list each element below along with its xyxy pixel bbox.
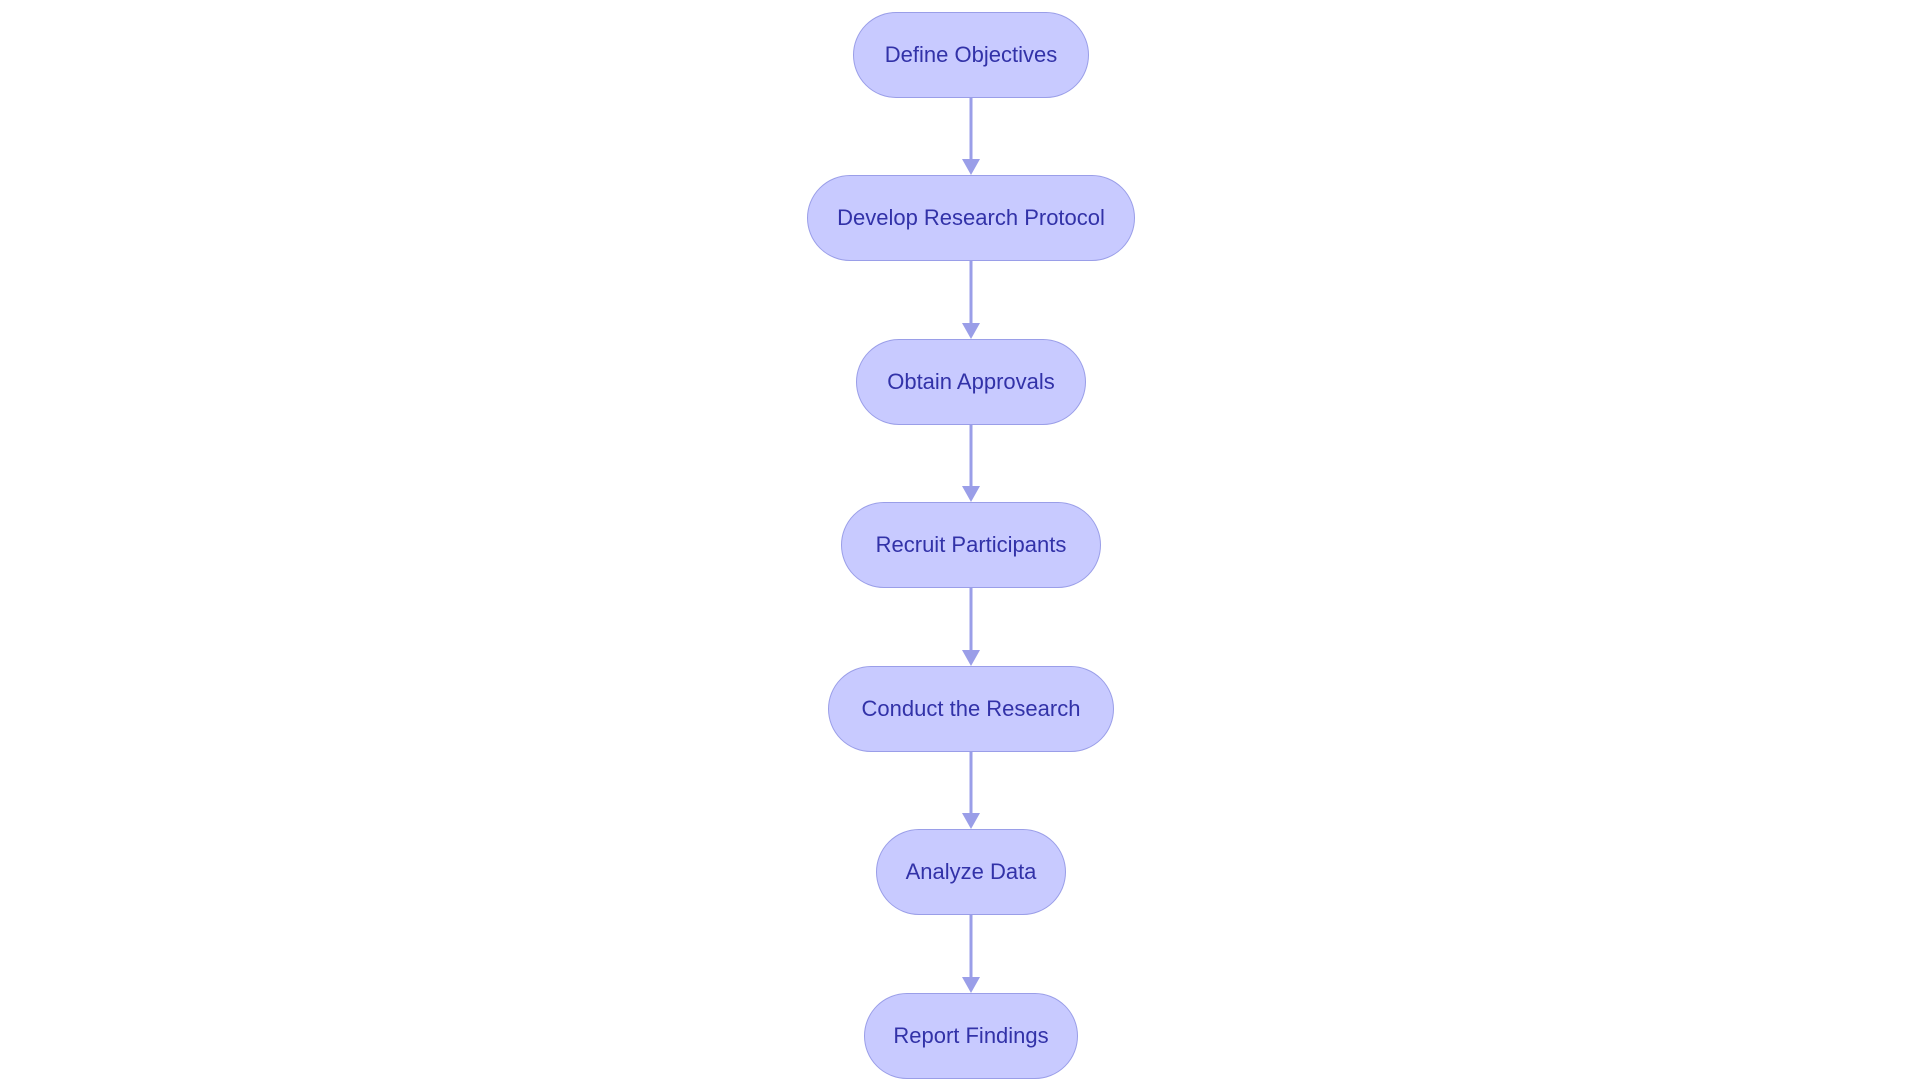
step-report-findings: Report Findings: [864, 993, 1078, 1079]
step-label: Recruit Participants: [875, 532, 1067, 557]
step-label: Define Objectives: [884, 42, 1058, 67]
arrowhead-icon: [962, 486, 980, 502]
step-recruit-participants: Recruit Participants: [841, 502, 1101, 588]
step-obtain-approvals: Obtain Approvals: [856, 339, 1086, 425]
step-conduct-the-research: Conduct the Research: [828, 666, 1114, 752]
arrowhead-icon: [962, 323, 980, 339]
step-analyze-data: Analyze Data: [876, 829, 1066, 915]
step-define-objectives: Define Objectives: [853, 12, 1089, 98]
step-label: Analyze Data: [905, 859, 1037, 884]
arrowhead-icon: [962, 977, 980, 993]
step-develop-research-protocol: Develop Research Protocol: [807, 175, 1135, 261]
step-label: Conduct the Research: [861, 696, 1081, 721]
step-label: Obtain Approvals: [887, 369, 1055, 394]
step-label: Develop Research Protocol: [837, 205, 1105, 230]
arrowhead-icon: [962, 159, 980, 175]
step-label: Report Findings: [893, 1023, 1049, 1048]
arrowhead-icon: [962, 650, 980, 666]
arrowhead-icon: [962, 813, 980, 829]
